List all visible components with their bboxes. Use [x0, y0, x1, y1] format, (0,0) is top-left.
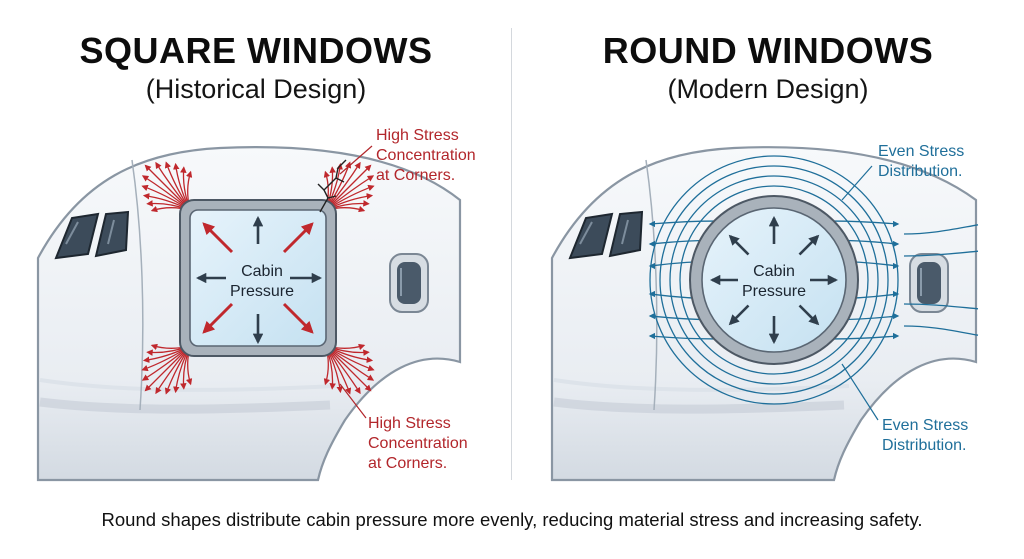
pressure-arrow: [798, 234, 820, 256]
annotation-top-leader: [339, 145, 373, 175]
svg-text:at Corners.: at Corners.: [368, 455, 447, 472]
even-stress-annotation-top: Even Stress Distribution.: [878, 143, 964, 180]
cabin-label-line2: Pressure: [742, 283, 806, 300]
cabin-label-line1: Cabin: [241, 263, 283, 280]
high-stress-annotation-top: High Stress Concentration at Corners.: [376, 127, 476, 184]
pressure-arrow: [728, 234, 750, 256]
annotation-bottom-leader: [339, 383, 367, 419]
square-windows-panel: SQUARE WINDOWS (Historical Design): [0, 0, 512, 500]
pressure-arrow: [728, 304, 750, 326]
svg-text:Even Stress: Even Stress: [882, 417, 968, 434]
stress-ring: [659, 165, 889, 395]
pressure-arrow: [798, 304, 820, 326]
corner-pressure-arrows: [202, 222, 314, 334]
round-windows-panel: ROUND WINDOWS (Modern Design): [512, 0, 1024, 500]
square-window-illustration: Cabin Pressure High Stress Concentration…: [36, 127, 476, 482]
svg-text:High Stress: High Stress: [376, 127, 459, 144]
stress-ring: [649, 155, 899, 405]
flow-line-tail: [903, 303, 979, 310]
svg-text:Distribution.: Distribution.: [882, 437, 966, 454]
flow-line-tail: [903, 224, 979, 235]
cockpit-windows: [54, 210, 130, 260]
corner-crack: [317, 159, 347, 213]
high-stress-annotation-bottom: High Stress Concentration at Corners.: [368, 415, 468, 472]
svg-text:High Stress: High Stress: [368, 415, 451, 432]
panel-divider: [511, 28, 512, 480]
svg-text:Concentration: Concentration: [368, 435, 468, 452]
side-window: [909, 253, 949, 313]
svg-text:Even Stress: Even Stress: [878, 143, 964, 160]
square-windows-subtitle: (Historical Design): [145, 74, 367, 104]
round-windows-title: ROUND WINDOWS: [602, 30, 934, 71]
annotation-top-leader: [841, 165, 873, 201]
annotation-bottom-leader: [841, 363, 879, 421]
even-stress-annotation-bottom: Even Stress Distribution.: [882, 417, 968, 454]
square-windows-title: SQUARE WINDOWS: [79, 30, 433, 71]
stress-ring: [669, 175, 879, 385]
cabin-label-line2: Pressure: [230, 283, 294, 300]
flow-line-tail: [903, 250, 979, 257]
fuselage-lower-stripe: [39, 397, 331, 414]
round-windows-subtitle: (Modern Design): [667, 74, 869, 104]
flow-line-tail: [903, 325, 979, 336]
stress-ring: [679, 185, 869, 375]
svg-text:Distribution.: Distribution.: [878, 163, 962, 180]
cabin-pressure-arrows: [195, 215, 323, 345]
cabin-pressure-arrows: [709, 215, 839, 345]
side-window: [389, 253, 429, 313]
caption: Round shapes distribute cabin pressure m…: [101, 509, 923, 530]
round-window-illustration: Cabin Pressure Even Stress Distribution.…: [550, 143, 979, 482]
svg-text:at Corners.: at Corners.: [376, 167, 455, 184]
cabin-label-line1: Cabin: [753, 263, 795, 280]
cockpit-windows: [568, 210, 644, 260]
svg-text:Concentration: Concentration: [376, 147, 476, 164]
